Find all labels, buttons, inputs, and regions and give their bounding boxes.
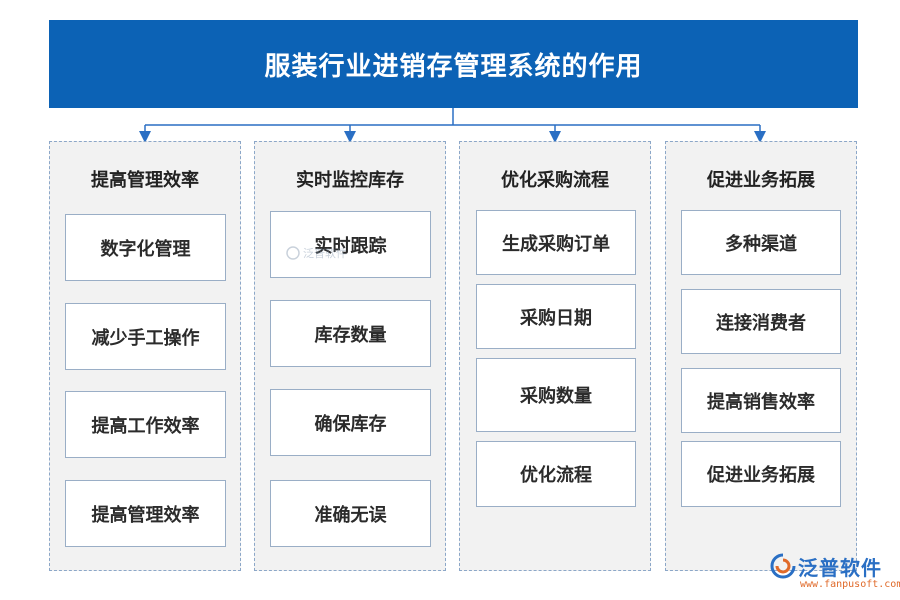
watermark-logo-icon	[286, 246, 300, 260]
item-box: 采购数量	[476, 358, 636, 432]
column-header: 实时监控库存	[296, 170, 404, 191]
item-box: 提高销售效率	[681, 368, 841, 433]
column-header: 提高管理效率	[91, 170, 199, 191]
item-box: 准确无误	[270, 480, 431, 547]
brand-logo: 泛普软件 www.fanpusoft.com	[770, 552, 900, 596]
item-box: 库存数量	[270, 300, 431, 367]
item-box: 数字化管理	[65, 214, 226, 281]
item-box: 提高工作效率	[65, 391, 226, 458]
item-box: 多种渠道	[681, 210, 841, 275]
diagram-title: 服装行业进销存管理系统的作用	[49, 20, 858, 108]
watermark-text: 泛普软件	[303, 247, 347, 260]
item-box: 提高管理效率	[65, 480, 226, 547]
item-box: 促进业务拓展	[681, 441, 841, 507]
item-box: 减少手工操作	[65, 303, 226, 370]
item-box: 连接消费者	[681, 289, 841, 354]
item-box: 生成采购订单	[476, 210, 636, 275]
watermark: 泛普软件	[286, 245, 347, 261]
item-box: 采购日期	[476, 284, 636, 349]
column-header: 优化采购流程	[501, 170, 609, 191]
brand-logo-icon	[770, 553, 796, 579]
brand-name: 泛普软件	[798, 556, 882, 580]
column-header: 促进业务拓展	[707, 170, 815, 191]
brand-url: www.fanpusoft.com	[800, 579, 900, 590]
item-box: 优化流程	[476, 441, 636, 507]
item-box: 确保库存	[270, 389, 431, 456]
item-box: 实时跟踪	[270, 211, 431, 278]
